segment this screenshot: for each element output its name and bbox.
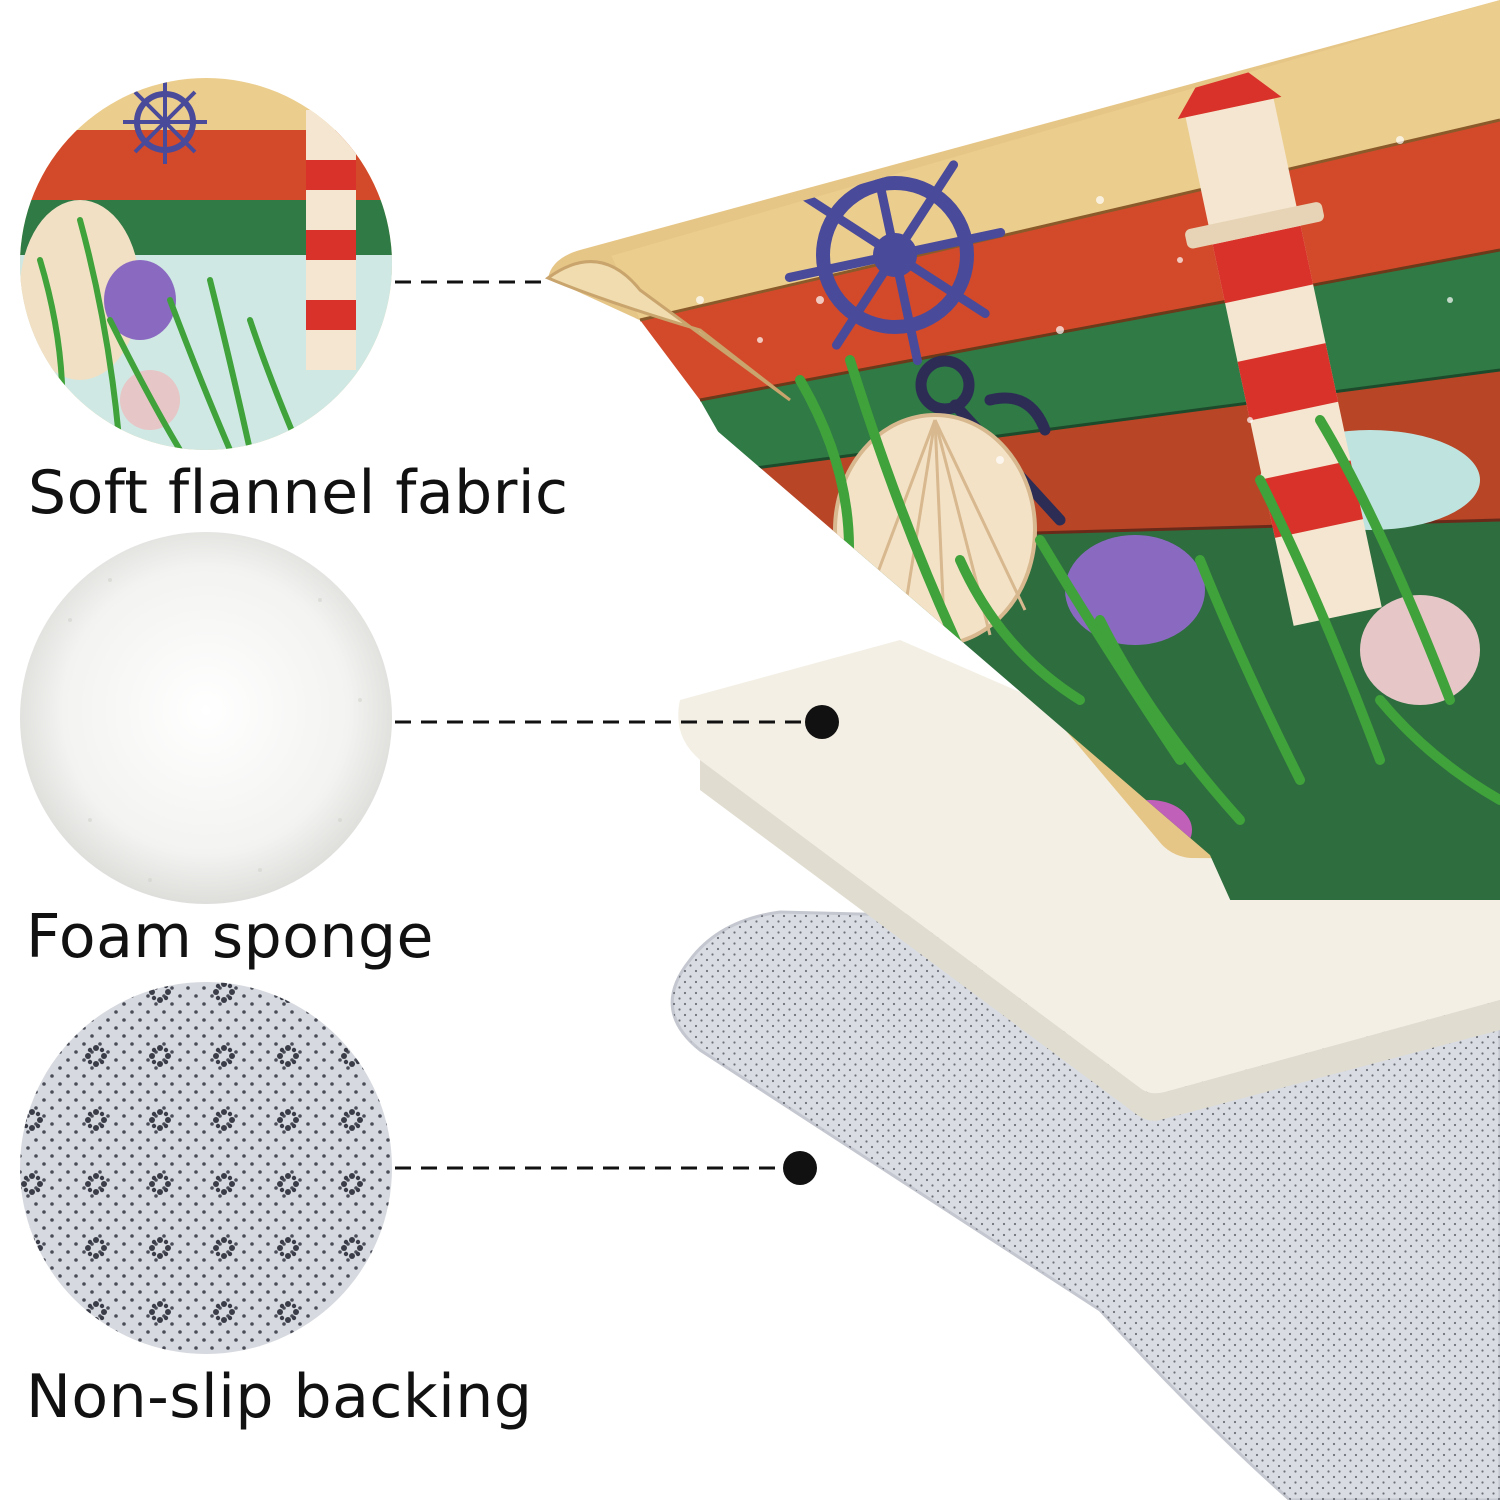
seashell-icon xyxy=(833,413,1037,647)
foam-layer-label: Foam sponge xyxy=(26,902,434,972)
ship-wheel-icon xyxy=(784,144,1006,366)
mat-foam-layer xyxy=(678,640,1500,1121)
lighthouse-icon xyxy=(1177,49,1382,626)
fabric-swatch xyxy=(20,78,392,450)
mat-printed-fabric-layer xyxy=(544,0,1500,900)
foam-callout-dot xyxy=(805,705,839,739)
fabric-layer-label: Soft flannel fabric xyxy=(28,458,569,528)
backing-swatch xyxy=(20,982,392,1354)
foam-swatch xyxy=(20,532,392,904)
backing-callout-dot xyxy=(783,1151,817,1185)
backing-layer-label: Non-slip backing xyxy=(26,1362,533,1432)
